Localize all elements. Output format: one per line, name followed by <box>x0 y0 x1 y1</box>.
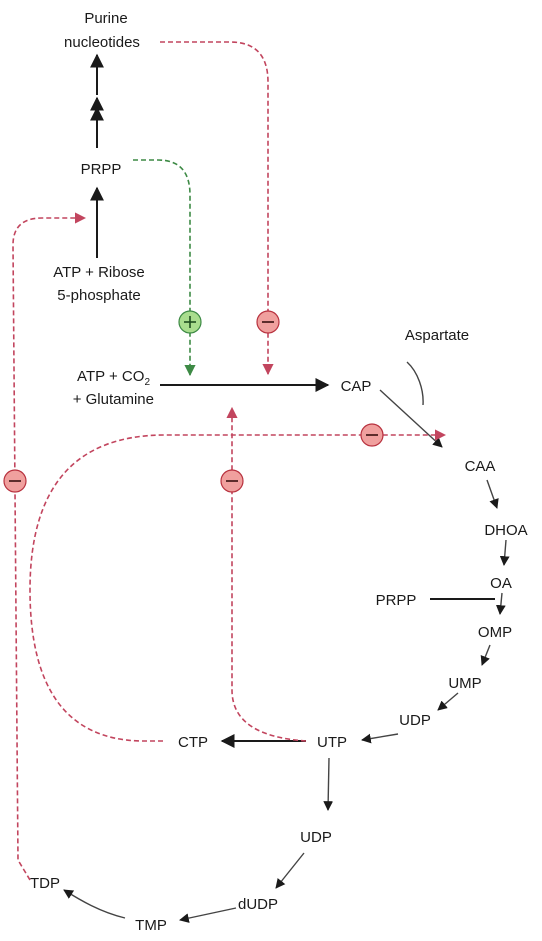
tdp-feedback-inhibition <box>12 212 87 881</box>
activator-circle <box>178 310 202 334</box>
arrow-udp-to-utp <box>361 733 399 744</box>
atp-co2-label: ATP + CO2 <box>77 368 150 388</box>
arrow-udp-to-dudp <box>275 852 305 889</box>
ump-label: UMP <box>448 675 481 692</box>
arrow-cap-to-caa <box>379 389 443 448</box>
arrow-dhoa-to-oa <box>499 539 510 566</box>
arrow-omp-to-ump <box>480 644 491 666</box>
udp-upper-label: UDP <box>399 712 431 729</box>
arrow-caa-to-dhoa <box>486 479 499 509</box>
dhoa-label: DHOA <box>484 522 527 539</box>
arrow-ump-to-udp <box>437 692 459 711</box>
udp-lower-label: UDP <box>300 829 332 846</box>
purine-feedback-inhibition <box>160 41 274 376</box>
ctp-label: CTP <box>178 734 208 751</box>
arrow-utp-to-udp-lower <box>323 757 334 811</box>
dudp-label: dUDP <box>238 896 278 913</box>
oa-label: OA <box>490 575 512 592</box>
inhibitor-circle-purine <box>256 310 280 334</box>
inhibitor-circle-utp <box>220 469 244 493</box>
atp-ribose-label-line2: 5-phosphate <box>57 287 140 304</box>
utp-label: UTP <box>317 734 347 751</box>
glutamine-label: + Glutamine <box>73 391 154 408</box>
inhibitor-circle-tdp <box>3 469 27 493</box>
omp-label: OMP <box>478 624 512 641</box>
tdp-label: TDP <box>30 875 60 892</box>
arrow-tmp-to-tdp <box>63 889 126 919</box>
arrow-dudp-to-tmp <box>179 907 237 923</box>
prpp-top-label: PRPP <box>81 161 122 178</box>
atp-ribose-label-line1: ATP + Ribose <box>53 264 145 281</box>
ctp-feedback-inhibition <box>29 429 447 742</box>
caa-label: CAA <box>465 458 496 475</box>
atp-co2-subscript: 2 <box>144 377 150 388</box>
prpp-activation <box>133 159 196 377</box>
aspartate-connector <box>406 361 424 406</box>
utp-feedback-inhibition <box>226 406 307 742</box>
inhibitor-circle-ctp <box>360 423 384 447</box>
aspartate-label: Aspartate <box>405 327 469 344</box>
atp-co2-main: ATP + CO <box>77 368 144 385</box>
prpp-side-label: PRPP <box>376 592 417 609</box>
purine-label-line1: Purine <box>84 10 127 27</box>
purine-label-line2: nucleotides <box>64 34 140 51</box>
cap-label: CAP <box>341 378 372 395</box>
tmp-label: TMP <box>135 917 167 934</box>
arrow-oa-to-omp <box>495 592 506 615</box>
